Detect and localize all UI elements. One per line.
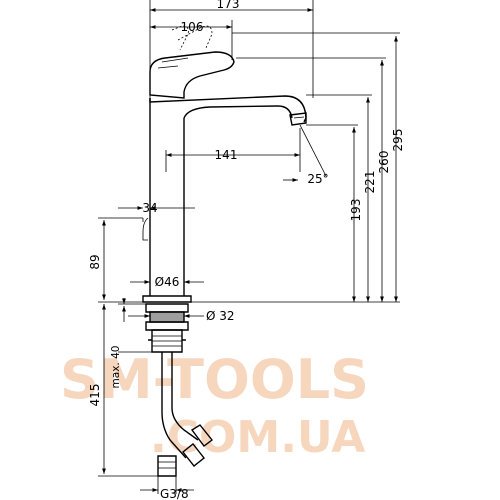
lever-handle <box>149 51 235 99</box>
hose-fitting-b <box>190 424 213 447</box>
dimension-labels: 173 106 141 25° 34 Ø46 Ø 32 G3/8 89 415 … <box>88 0 405 500</box>
label-415: 415 <box>88 384 102 407</box>
hose-left <box>161 352 187 459</box>
hose-fitting-a <box>182 443 205 467</box>
ext-max40 <box>118 303 152 353</box>
label-221: 221 <box>363 171 377 194</box>
deck-line <box>145 303 189 313</box>
fixing-nut <box>151 329 183 353</box>
hose-end-threads <box>158 461 176 469</box>
thread-lines <box>150 313 184 321</box>
label-32: Ø 32 <box>206 309 235 323</box>
label-173: 173 <box>217 0 240 11</box>
nut-top <box>145 321 189 331</box>
label-46: Ø46 <box>155 275 180 289</box>
aerator <box>289 112 307 126</box>
spout-top <box>149 95 307 123</box>
ext-89 <box>98 217 143 303</box>
label-34: 34 <box>142 201 157 215</box>
label-260: 260 <box>377 151 391 174</box>
label-g38: G3/8 <box>160 487 189 500</box>
lever-detail <box>157 57 189 69</box>
base-plate <box>142 295 192 303</box>
dimension-lines <box>98 0 400 494</box>
label-89: 89 <box>88 254 102 269</box>
label-141: 141 <box>215 148 238 162</box>
label-106: 106 <box>181 20 204 34</box>
column-notch <box>142 217 149 241</box>
mounting-assembly <box>145 303 213 477</box>
faucet-body <box>142 25 307 303</box>
aerator-detail <box>293 116 305 119</box>
watermark-line1: SM-TOOLS <box>60 348 369 411</box>
watermark-line2: .COM.UA <box>150 412 365 463</box>
column <box>149 98 185 296</box>
watermark: SM-TOOLS .COM.UA <box>60 348 369 463</box>
label-max40: max. 40 <box>110 346 122 389</box>
label-193: 193 <box>349 199 363 222</box>
spout-underside <box>183 105 293 119</box>
angle-line-25 <box>299 124 327 177</box>
hose-right <box>171 352 199 441</box>
nut-threads <box>152 335 182 347</box>
washer <box>149 311 185 323</box>
label-25: 25° <box>307 172 328 186</box>
label-295: 295 <box>391 129 405 152</box>
